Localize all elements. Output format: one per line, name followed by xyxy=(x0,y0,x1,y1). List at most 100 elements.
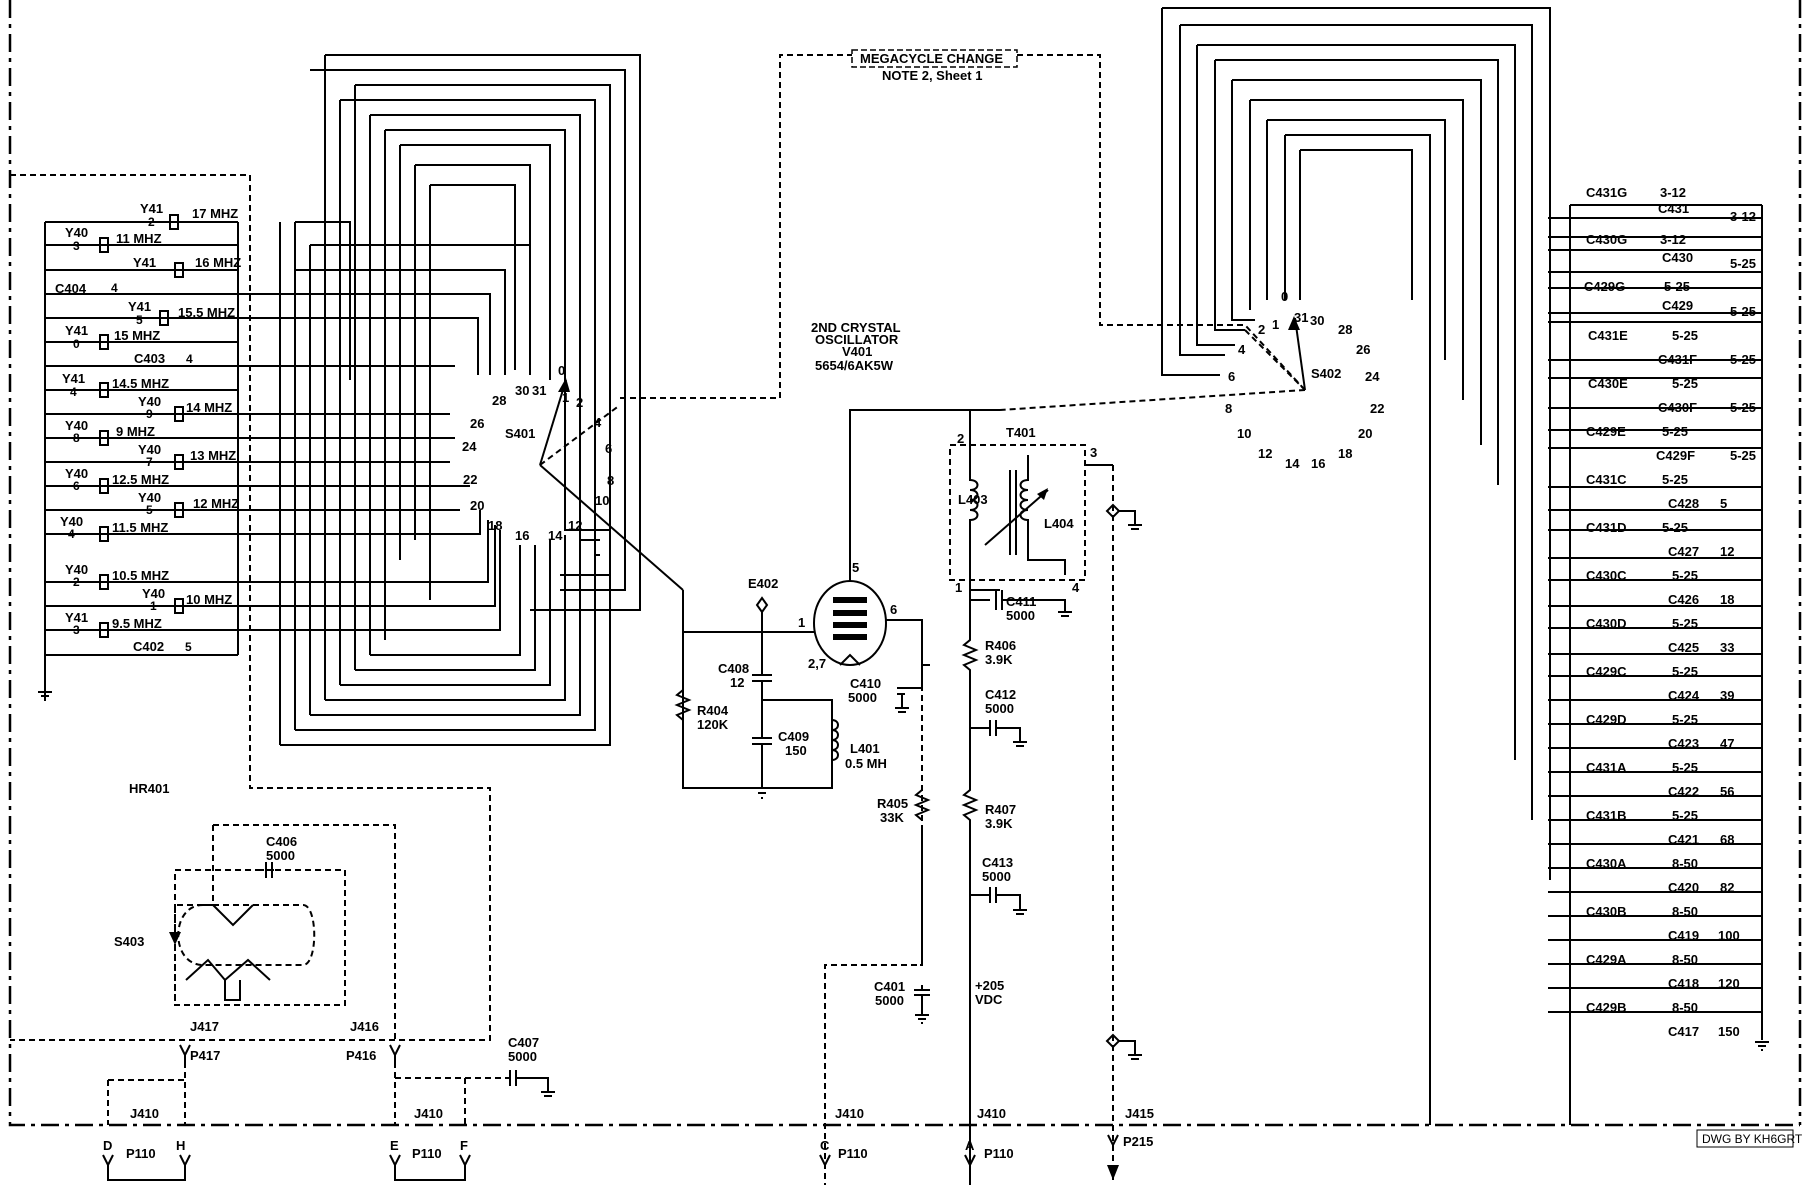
megacycle-link: MEGACYCLE CHANGE NOTE 2, Sheet 1 xyxy=(620,49,1306,399)
svg-text:16: 16 xyxy=(1311,456,1325,471)
svg-text:1: 1 xyxy=(955,580,962,595)
svg-text:Y41: Y41 xyxy=(133,255,156,270)
svg-text:C431G: C431G xyxy=(1586,185,1627,200)
svg-text:68: 68 xyxy=(1720,832,1734,847)
svg-text:C430E: C430E xyxy=(1588,376,1628,391)
svg-text:33K: 33K xyxy=(880,810,904,825)
svg-text:5000: 5000 xyxy=(985,701,1014,716)
svg-text:28: 28 xyxy=(492,393,506,408)
svg-text:C429A: C429A xyxy=(1586,952,1627,967)
svg-text:12: 12 xyxy=(1258,446,1272,461)
s401-label: S401 xyxy=(505,426,535,441)
svg-text:0: 0 xyxy=(558,363,565,378)
svg-text:C409: C409 xyxy=(778,729,809,744)
svg-text:13 MHZ: 13 MHZ xyxy=(190,448,236,463)
svg-text:DWG BY KH6GRT: DWG BY KH6GRT xyxy=(1702,1132,1803,1146)
svg-text:5-25: 5-25 xyxy=(1664,279,1690,294)
svg-text:3: 3 xyxy=(1090,445,1097,460)
chassis-boundary xyxy=(8,0,1800,1127)
svg-text:C429B: C429B xyxy=(1586,1000,1626,1015)
svg-text:C431E: C431E xyxy=(1588,328,1628,343)
svg-text:7: 7 xyxy=(146,455,153,469)
svg-text:31: 31 xyxy=(1294,310,1308,325)
crystal-ref: Y41 xyxy=(140,201,163,216)
svg-text:C430D: C430D xyxy=(1586,616,1626,631)
svg-text:C430A: C430A xyxy=(1586,856,1627,871)
svg-text:11.5 MHZ: 11.5 MHZ xyxy=(112,520,168,535)
svg-text:0.5 MH: 0.5 MH xyxy=(845,756,887,771)
svg-text:Y41: Y41 xyxy=(65,323,88,338)
svg-text:3: 3 xyxy=(73,623,80,637)
svg-text:C417: C417 xyxy=(1668,1024,1699,1039)
svg-text:5-25: 5-25 xyxy=(1730,256,1756,271)
svg-text:Y40: Y40 xyxy=(65,466,88,481)
svg-text:C427: C427 xyxy=(1668,544,1699,559)
svg-text:18: 18 xyxy=(1720,592,1734,607)
svg-text:12.5 MHZ: 12.5 MHZ xyxy=(112,472,169,487)
svg-text:J410: J410 xyxy=(835,1106,864,1121)
svg-text:C429: C429 xyxy=(1662,298,1693,313)
svg-text:8-50: 8-50 xyxy=(1672,856,1698,871)
svg-text:56: 56 xyxy=(1720,784,1734,799)
svg-text:15 MHZ: 15 MHZ xyxy=(114,328,160,343)
s401-contacts: 0 1 2 4 6 8 10 12 14 16 18 20 22 24 26 2… xyxy=(462,363,614,543)
svg-text:Y41: Y41 xyxy=(65,610,88,625)
svg-text:P110: P110 xyxy=(412,1146,442,1161)
svg-text:5-25: 5-25 xyxy=(1672,712,1698,727)
svg-text:100: 100 xyxy=(1718,928,1740,943)
svg-text:OSCILLATOR: OSCILLATOR xyxy=(815,332,899,347)
svg-text:D: D xyxy=(103,1138,112,1153)
svg-text:S403: S403 xyxy=(114,934,144,949)
svg-text:C: C xyxy=(820,1138,830,1153)
svg-text:5: 5 xyxy=(185,640,192,654)
svg-text:Y40: Y40 xyxy=(142,586,165,601)
svg-text:5-25: 5-25 xyxy=(1672,616,1698,631)
svg-text:J410: J410 xyxy=(977,1106,1006,1121)
svg-text:V401: V401 xyxy=(842,344,872,359)
svg-text:5000: 5000 xyxy=(1006,608,1035,623)
svg-text:4: 4 xyxy=(111,281,118,295)
svg-text:C429G: C429G xyxy=(1584,279,1625,294)
s401-wiper xyxy=(539,378,684,591)
s403-heater: HR401 C406 5000 S403 xyxy=(114,781,396,1040)
svg-text:5000: 5000 xyxy=(266,848,295,863)
s402-wiper xyxy=(999,316,1306,411)
svg-text:3-12: 3-12 xyxy=(1730,209,1756,224)
svg-text:8: 8 xyxy=(1225,401,1232,416)
svg-text:Y40: Y40 xyxy=(138,394,161,409)
s401-wiring xyxy=(238,54,641,746)
svg-text:Y41: Y41 xyxy=(62,371,85,386)
svg-text:J415: J415 xyxy=(1125,1106,1154,1121)
svg-text:C429D: C429D xyxy=(1586,712,1626,727)
svg-text:15.5 MHZ: 15.5 MHZ xyxy=(178,305,235,320)
svg-text:10 MHZ: 10 MHZ xyxy=(186,592,232,607)
svg-text:6: 6 xyxy=(1228,369,1235,384)
svg-text:5-25: 5-25 xyxy=(1662,424,1688,439)
svg-text:C410: C410 xyxy=(850,676,881,691)
connectors: J417 P417 J416 P416 C407 5000 J410 D H P… xyxy=(102,1019,1154,1181)
svg-text:C423: C423 xyxy=(1668,736,1699,751)
svg-text:J416: J416 xyxy=(350,1019,379,1034)
svg-text:5: 5 xyxy=(146,503,153,517)
svg-text:22: 22 xyxy=(1370,401,1384,416)
svg-text:12: 12 xyxy=(568,518,582,533)
s402-contacts: 0 1 2 4 6 8 10 12 14 16 18 20 22 24 26 2… xyxy=(1225,289,1384,471)
svg-text:C403: C403 xyxy=(134,351,165,366)
svg-text:5-25: 5-25 xyxy=(1730,400,1756,415)
svg-text:12: 12 xyxy=(730,675,744,690)
svg-text:C424: C424 xyxy=(1668,688,1700,703)
svg-text:26: 26 xyxy=(1356,342,1370,357)
svg-text:C419: C419 xyxy=(1668,928,1699,943)
svg-text:R404: R404 xyxy=(697,703,729,718)
svg-text:0: 0 xyxy=(1281,289,1288,304)
svg-text:C431F: C431F xyxy=(1658,352,1697,367)
svg-text:2: 2 xyxy=(73,575,80,589)
svg-text:5000: 5000 xyxy=(982,869,1011,884)
svg-text:24: 24 xyxy=(462,439,477,454)
svg-text:150: 150 xyxy=(785,743,807,758)
svg-text:16 MHZ: 16 MHZ xyxy=(195,255,241,270)
right-cap-bank xyxy=(1548,204,1762,1040)
svg-text:C406: C406 xyxy=(266,834,297,849)
hr401-enclosure xyxy=(10,174,491,1041)
